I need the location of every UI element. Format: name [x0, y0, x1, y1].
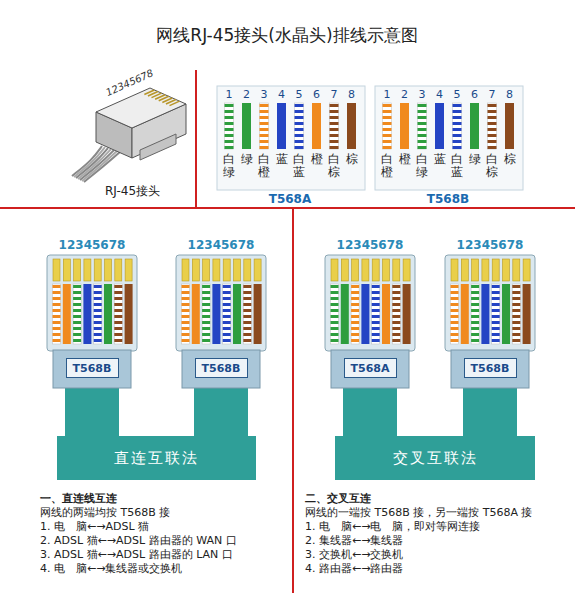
rj45-plug-wiring	[47, 255, 137, 446]
wire-color-name: 橙	[311, 153, 323, 166]
standard-label: T568B	[471, 362, 510, 375]
wiring-standard-tag: T568B	[195, 358, 248, 378]
note-text: 2	[243, 88, 250, 101]
wire-color-chart	[375, 86, 523, 190]
note-text: T568A	[269, 192, 312, 206]
standard-label: T568B	[202, 362, 241, 375]
wiring-standard-tag: T568A	[344, 358, 397, 378]
note-text: 4. 路由器←→路由器	[305, 561, 403, 576]
standard-label: T568B	[73, 362, 112, 375]
wire-color-name: 白绿	[416, 153, 428, 179]
wire-color-chart	[217, 86, 365, 190]
wire-color-name: 白绿	[223, 153, 235, 179]
wire-color-name: 橙	[399, 153, 411, 166]
rj45-plug-illustration	[72, 88, 186, 182]
wire-color-name: 白蓝	[293, 153, 305, 179]
note-text: 8	[506, 88, 513, 101]
note-text: 12345678	[337, 238, 404, 252]
wire-color-name: 蓝	[434, 153, 446, 166]
wire-color-name: 白橙	[258, 153, 270, 179]
rj45-plug-wiring	[325, 255, 415, 446]
note-text: 二、交叉互连	[305, 491, 371, 506]
note-text: 1	[226, 88, 233, 101]
band-label: 交叉互联法	[393, 449, 478, 468]
note-text: 4. 电 脑←→集线器或交换机	[40, 561, 182, 576]
note-text: 1. 电 脑←→电 脑，即对等网连接	[305, 519, 480, 534]
rj45-plug-wiring	[445, 255, 535, 446]
note-text: 4	[278, 88, 285, 101]
note-text: 7	[331, 88, 338, 101]
note-text: 1. 电 脑←→ADSL 猫	[40, 519, 149, 534]
note-text: T568B	[427, 192, 469, 206]
note-text: 2. 集线器←→集线器	[305, 533, 403, 548]
wire-color-name: 蓝	[276, 153, 288, 166]
note-text: 一、直连线互连	[40, 491, 117, 506]
wire-color-name: 绿	[469, 153, 481, 166]
note-text: 3. 交换机←→交换机	[305, 547, 403, 562]
note-text: 6	[471, 88, 478, 101]
wire-color-name: 绿	[241, 153, 253, 166]
note-text: 12345678	[188, 238, 255, 252]
standard-label: T568A	[351, 362, 390, 375]
note-text: 6	[313, 88, 320, 101]
note-text: 7	[489, 88, 496, 101]
note-text: 2. ADSL 猫←→ADSL 路由器的 WAN 口	[40, 533, 237, 548]
note-text: 12345678	[59, 238, 126, 252]
note-text: 3. ADSL 猫←→ADSL 路由器的 LAN 口	[40, 547, 233, 562]
wire-color-name: 白棕	[328, 153, 340, 179]
wire-color-name: 白橙	[381, 153, 393, 179]
note-text: 4	[436, 88, 443, 101]
note-text: 3	[419, 88, 426, 101]
note-text: RJ-45接头	[105, 183, 160, 200]
divider-lines	[0, 70, 575, 593]
wire-color-name: 棕	[346, 153, 358, 166]
note-text: 2	[401, 88, 408, 101]
note-text: 网线的一端按 T568B 接，另一端按 T568A 接	[305, 505, 533, 520]
wire-color-name: 白棕	[486, 153, 498, 179]
note-text: 3	[261, 88, 268, 101]
wiring-standard-tag: T568B	[464, 358, 517, 378]
wire-color-name: 棕	[504, 153, 516, 166]
note-text: 1	[384, 88, 391, 101]
cable-band: 交叉互联法	[335, 436, 535, 480]
note-text: 5	[454, 88, 461, 101]
band-label: 直连互联法	[114, 449, 199, 468]
rj45-plug-wiring	[176, 255, 266, 446]
note-text: 8	[348, 88, 355, 101]
note-text: 网线的两端均按 T568B 接	[40, 505, 170, 520]
note-text: 5	[296, 88, 303, 101]
diagram-title: 网线RJ-45接头(水晶头)排线示意图	[156, 24, 417, 47]
cable-band: 直连互联法	[57, 436, 256, 480]
wire-color-name: 白蓝	[451, 153, 463, 179]
note-text: 12345678	[457, 238, 524, 252]
wiring-standard-tag: T568B	[66, 358, 119, 378]
